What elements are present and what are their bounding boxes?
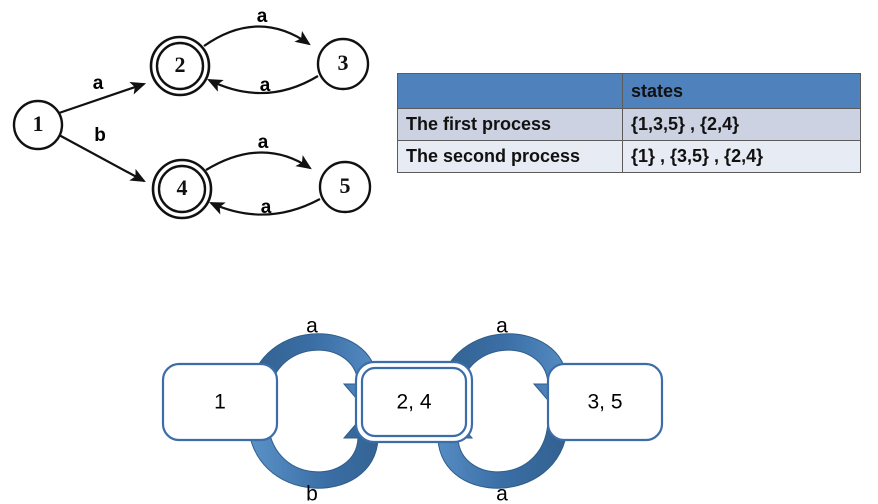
nfa-edge-4-5: a (205, 132, 312, 171)
dfa-state-1-label: 1 (214, 391, 226, 414)
nfa-edge-1-4: b (58, 125, 146, 183)
table-header-empty (397, 73, 623, 109)
dfa-diagram: a b a a 1 2, 4 (161, 315, 664, 504)
nfa-edge-label-2-3: a (257, 6, 268, 27)
nfa-state-1-label: 1 (33, 111, 44, 136)
nfa-edge-1-2: a (58, 73, 147, 115)
table-header-row: states (397, 73, 861, 109)
nfa-edge-label-5-4: a (261, 197, 272, 218)
nfa-state-2[interactable]: 2 (149, 35, 211, 97)
table-row-0-label: The first process (397, 108, 623, 141)
nfa-state-5-label: 5 (340, 173, 351, 198)
nfa-edge-2-3: a (203, 6, 311, 47)
nfa-state-2-label: 2 (175, 52, 186, 77)
table-row-1-value: {1} , {3,5} , {2,4} (622, 140, 861, 173)
dfa-state-1[interactable]: 1 (161, 362, 279, 442)
table-row-1-label: The second process (397, 140, 623, 173)
nfa-edge-3-2: a (207, 75, 319, 96)
table-row-0-value: {1,3,5} , {2,4} (622, 108, 861, 141)
nfa-edge-label-1-2: a (93, 73, 104, 94)
nfa-edge-5-4: a (208, 197, 321, 218)
table-header-states: states (622, 73, 861, 109)
table-row: The first process {1,3,5} , {2,4} (397, 108, 861, 141)
dfa-state-35-label: 3, 5 (587, 391, 622, 414)
nfa-state-3[interactable]: 3 (316, 37, 370, 91)
table-row: The second process {1} , {3,5} , {2,4} (397, 140, 861, 173)
dfa-edge-label-1-to-24: a (306, 315, 318, 338)
nfa-state-3-label: 3 (338, 50, 349, 75)
nfa-edge-label-4-5: a (258, 132, 269, 153)
dfa-edge-label-35-to-24: a (496, 483, 508, 504)
nfa-edge-label-1-4: b (94, 125, 106, 146)
nfa-state-5[interactable]: 5 (318, 160, 372, 214)
dfa-state-35[interactable]: 3, 5 (546, 362, 664, 442)
dfa-edge-label-24-to-1: b (306, 483, 318, 504)
dfa-edge-label-24-to-35: a (496, 315, 508, 338)
dfa-state-24-label: 2, 4 (396, 391, 431, 414)
nfa-state-4[interactable]: 4 (151, 158, 213, 220)
nfa-state-4-label: 4 (177, 175, 188, 200)
nfa-edge-label-3-2: a (260, 75, 271, 96)
process-states-table: states The first process {1,3,5} , {2,4}… (397, 73, 861, 173)
nfa-state-1[interactable]: 1 (12, 99, 64, 151)
dfa-state-24[interactable]: 2, 4 (354, 360, 474, 444)
nfa-diagram: a b a a a a 1 (12, 6, 372, 220)
